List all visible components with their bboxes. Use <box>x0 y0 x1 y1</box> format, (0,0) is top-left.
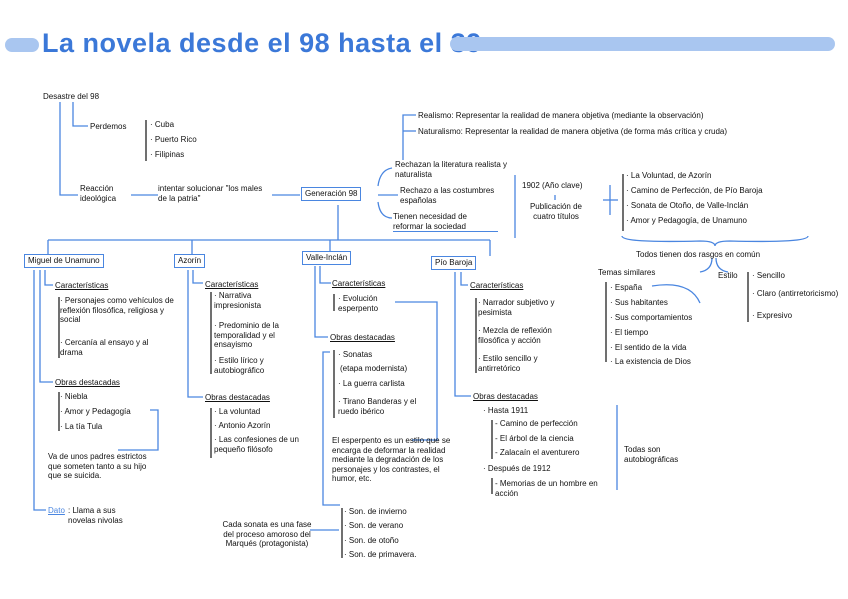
valle-obra: · Tirano Banderas y el ruedo ibérico <box>338 397 417 416</box>
azorin-caract-label: Características <box>205 280 259 289</box>
rasgo-item: Tienen necesidad de reformar la sociedad <box>393 212 498 232</box>
estilo-item: · Claro (antirretoricismo) <box>752 289 839 298</box>
valle-box: Valle-Inclán <box>302 251 352 265</box>
sonata-nota: Cada sonata es una fase del proceso amor… <box>222 520 312 548</box>
autobiograficas-nota: Todas son autobiográficas <box>624 445 679 464</box>
sonata-item: · Son. de otoño <box>344 536 399 545</box>
rasgo-item: Rechazo a las costumbres españolas <box>400 186 495 205</box>
dato-label: Dato <box>48 506 65 515</box>
realismo: Realismo: Representar la realidad de man… <box>418 111 704 120</box>
anio-clave: 1902 (Año clave) <box>522 181 583 190</box>
root-desastre-98: Desastre del 98 <box>43 92 100 101</box>
baroja-hasta-1911: · Hasta 1911 <box>483 406 529 415</box>
title-decoration-left <box>5 38 39 52</box>
unamuno-caract-label: Características <box>55 281 109 290</box>
estilo-label: Estilo <box>718 271 738 280</box>
azorin-obras-label: Obras destacadas <box>205 393 270 402</box>
unamuno-caract-item: · Cercanía al ensayo y al drama <box>60 338 149 357</box>
unamuno-obra: · Niebla <box>60 392 88 401</box>
unamuno-obra: · Amor y Pedagogía <box>60 407 131 416</box>
baroja-obra: - Camino de perfección <box>495 419 578 428</box>
baroja-obra: - Memorias de un hombre en acción <box>495 479 598 498</box>
azorin-obra: · Las confesiones de un pequeño filósofo <box>214 435 299 454</box>
valle-caract-label: Características <box>332 279 386 288</box>
sonata-item: · Son. de invierno <box>344 507 407 516</box>
generacion-98-box: Generación 98 <box>301 187 362 201</box>
rasgos-comun: Todos tienen dos rasgos en común <box>636 250 761 259</box>
valle-obras-label: Obras destacadas <box>330 333 395 342</box>
perdemos-label: Perdemos <box>90 122 127 131</box>
sonata-item: · Son. de verano <box>344 521 404 530</box>
page-title: La novela desde el 98 hasta el 39 <box>42 28 482 58</box>
naturalismo: Naturalismo: Representar la realidad de … <box>418 127 728 136</box>
baroja-caract-item: · Mezcla de reflexión filosófica y acció… <box>478 326 552 345</box>
baroja-obras-label: Obras destacadas <box>473 392 538 401</box>
baroja-caract-item: · Estilo sencillo y antirretórico <box>478 354 538 373</box>
perdemos-item: · Puerto Rico <box>150 135 197 144</box>
azorin-caract-item: · Predominio de la temporalidad y el ens… <box>214 321 279 349</box>
tema-item: · España <box>610 283 643 292</box>
tema-item: · Sus comportamientos <box>610 313 693 322</box>
unamuno-obras-label: Obras destacadas <box>55 378 120 387</box>
tema-item: · El sentido de la vida <box>610 343 687 352</box>
valle-obra: · La guerra carlista <box>338 379 405 388</box>
azorin-obra: · Antonio Azorín <box>214 421 271 430</box>
azorin-obra: · La voluntad <box>214 407 261 416</box>
valle-caract-item: · Evolución esperpento <box>338 294 379 313</box>
baroja-obra: - El árbol de la ciencia <box>495 434 574 443</box>
sonata-item: · Son. de primavera. <box>344 550 417 559</box>
tema-item: · La existencia de Dios <box>610 357 691 366</box>
perdemos-item: · Filipinas <box>150 150 185 159</box>
title-decoration-right <box>450 37 835 51</box>
baroja-box: Pío Baroja <box>431 256 477 270</box>
estilo-item: · Expresivo <box>752 311 793 320</box>
titulo-1902: · Camino de Perfección, de Pío Baroja <box>626 186 763 195</box>
rasgo-item: Rechazan la literatura realista y natura… <box>395 160 508 179</box>
temas-similares-label: Temas similares <box>598 268 656 277</box>
baroja-caract-label: Características <box>470 281 524 290</box>
azorin-caract-item: · Estilo lírico y autobiográfico <box>214 356 265 375</box>
intentar-solucionar: intentar solucionar "los males de la pat… <box>158 184 263 203</box>
dato-text: : Llama a sus novelas nivolas <box>68 506 123 525</box>
titulo-1902: · La Voluntad, de Azorín <box>626 171 712 180</box>
titulo-1902: · Sonata de Otoño, de Valle-Inclán <box>626 201 749 210</box>
valle-obra: (etapa modernista) <box>340 364 408 373</box>
esperpento-nota: El esperpento es un estilo que se encarg… <box>332 436 451 483</box>
valle-obra: · Sonatas <box>338 350 373 359</box>
tema-item: · Sus habitantes <box>610 298 668 307</box>
unamuno-obra: · La tía Tula <box>60 422 103 431</box>
baroja-caract-item: · Narrador subjetivo y pesimista <box>478 298 555 317</box>
azorin-caract-item: · Narrativa impresionista <box>214 291 262 310</box>
publicacion-titulos: Publicación de cuatro títulos <box>529 202 583 221</box>
baroja-despues-1912: · Después de 1912 <box>483 464 551 473</box>
baroja-obra: - Zalacaín el aventurero <box>495 448 580 457</box>
unamuno-caract-item: · Personajes como vehículos de reflexión… <box>60 296 174 324</box>
tia-tula-nota: Va de unos padres estrictos que someten … <box>48 452 147 480</box>
tema-item: · El tiempo <box>610 328 649 337</box>
perdemos-item: · Cuba <box>150 120 175 129</box>
unamuno-box: Miguel de Unamuno <box>24 254 104 268</box>
reaccion-ideologica: Reacción ideológica <box>80 184 117 203</box>
estilo-item: · Sencillo <box>752 271 785 280</box>
azorin-box: Azorín <box>174 254 206 268</box>
titulo-1902: · Amor y Pedagogía, de Unamuno <box>626 216 747 225</box>
